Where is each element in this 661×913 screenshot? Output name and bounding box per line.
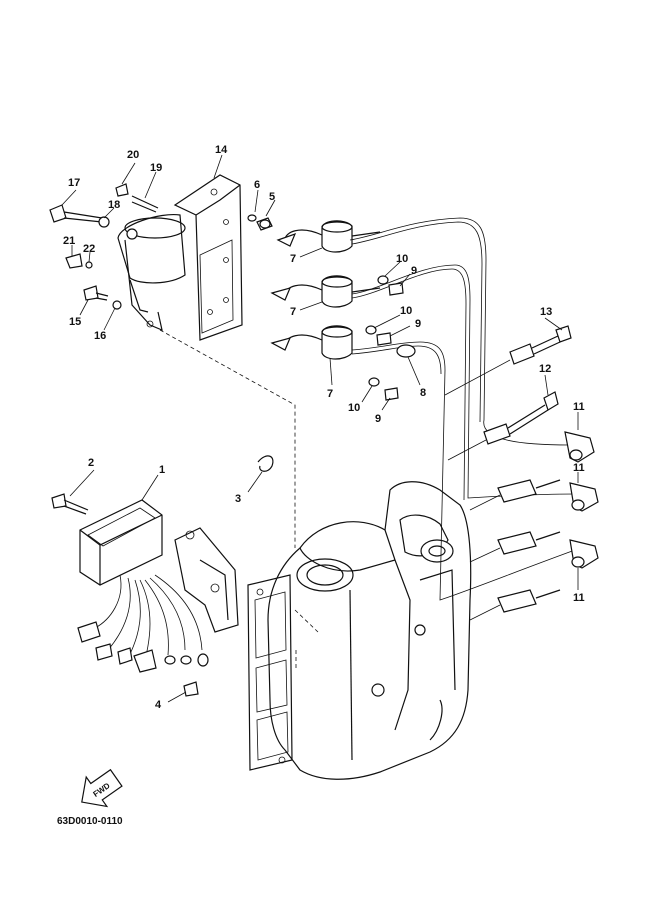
callout-21: 21 — [63, 235, 75, 247]
callout-2: 2 — [88, 457, 94, 469]
screw-4 — [183, 681, 199, 697]
callout-10-lower: 10 — [348, 402, 360, 414]
callout-7-upper: 7 — [290, 253, 296, 265]
pulser-bracket — [174, 527, 239, 633]
callout-1: 1 — [159, 464, 165, 476]
callout-labels: 1 2 3 4 5 6 7 7 7 8 9 9 9 10 10 10 11 11… — [63, 144, 585, 711]
washer-bolt-set-lower — [368, 377, 399, 401]
callout-16: 16 — [94, 330, 106, 342]
callout-6: 6 — [254, 179, 260, 191]
callout-3: 3 — [235, 493, 241, 505]
callout-4: 4 — [155, 699, 162, 711]
spark-plug-lower — [497, 589, 561, 613]
callout-5: 5 — [269, 191, 275, 203]
cdi-unit-1 — [79, 499, 163, 586]
bolt-5 — [256, 217, 273, 231]
bolt-2 — [51, 493, 89, 515]
fwd-arrow-icon: FWD — [81, 768, 123, 808]
plug-cap-lower — [569, 539, 599, 569]
nut-20 — [115, 183, 129, 197]
plug-guide-lines — [469, 494, 501, 621]
washer-bolt-set-upper — [377, 275, 404, 296]
callout-22: 22 — [83, 243, 95, 255]
washer-bolt-set-middle — [365, 325, 392, 346]
washer-16 — [112, 300, 122, 310]
callout-19: 19 — [150, 162, 162, 174]
washer-18 — [98, 216, 110, 228]
high-tension-leads — [349, 217, 576, 601]
callout-9-middle: 9 — [415, 318, 421, 330]
callout-18: 18 — [108, 199, 120, 211]
callout-7-middle: 7 — [290, 306, 296, 318]
bolt-19 — [131, 195, 159, 213]
callout-8: 8 — [420, 387, 426, 399]
washer-6 — [247, 214, 257, 222]
callout-15: 15 — [69, 316, 81, 328]
callout-10-upper: 10 — [396, 253, 408, 265]
washer-22 — [85, 261, 93, 269]
tool-guide-lines — [444, 359, 511, 461]
spark-plug-tool-13 — [509, 325, 572, 365]
callout-20: 20 — [127, 149, 139, 161]
ignition-coil-lower — [270, 325, 353, 360]
drawing-code: 63D0010-0110 — [57, 816, 123, 827]
callout-13: 13 — [540, 306, 552, 318]
ignition-coil-middle — [270, 275, 381, 308]
bolt-17 — [49, 204, 103, 223]
spark-plug-upper — [497, 479, 561, 503]
clip-3 — [257, 455, 274, 472]
callout-11-upper: 11 — [573, 401, 585, 413]
engine-block — [247, 481, 472, 780]
callout-7-lower: 7 — [327, 388, 333, 400]
callout-10-middle: 10 — [400, 305, 412, 317]
leader-lines — [61, 154, 579, 703]
callout-12: 12 — [539, 363, 551, 375]
bracket-14 — [117, 174, 243, 341]
ignition-coil-upper — [276, 220, 381, 253]
bolt-15 — [83, 285, 109, 301]
callout-9-lower: 9 — [375, 413, 381, 425]
callout-14: 14 — [215, 144, 228, 156]
callout-11-middle: 11 — [573, 462, 585, 474]
callout-9-upper: 9 — [411, 265, 417, 277]
plug-cap-middle — [569, 482, 599, 512]
bolt-21 — [65, 253, 83, 269]
plug-cap-upper — [564, 431, 595, 463]
callout-17: 17 — [68, 177, 80, 189]
cdi-wire-harness — [77, 574, 209, 673]
bracket-guide-line — [159, 329, 296, 548]
spark-plug-middle — [497, 531, 561, 555]
callout-11-lower: 11 — [573, 592, 585, 604]
fwd-label: FWD — [92, 781, 112, 799]
spark-plug-tool-12 — [483, 391, 559, 445]
